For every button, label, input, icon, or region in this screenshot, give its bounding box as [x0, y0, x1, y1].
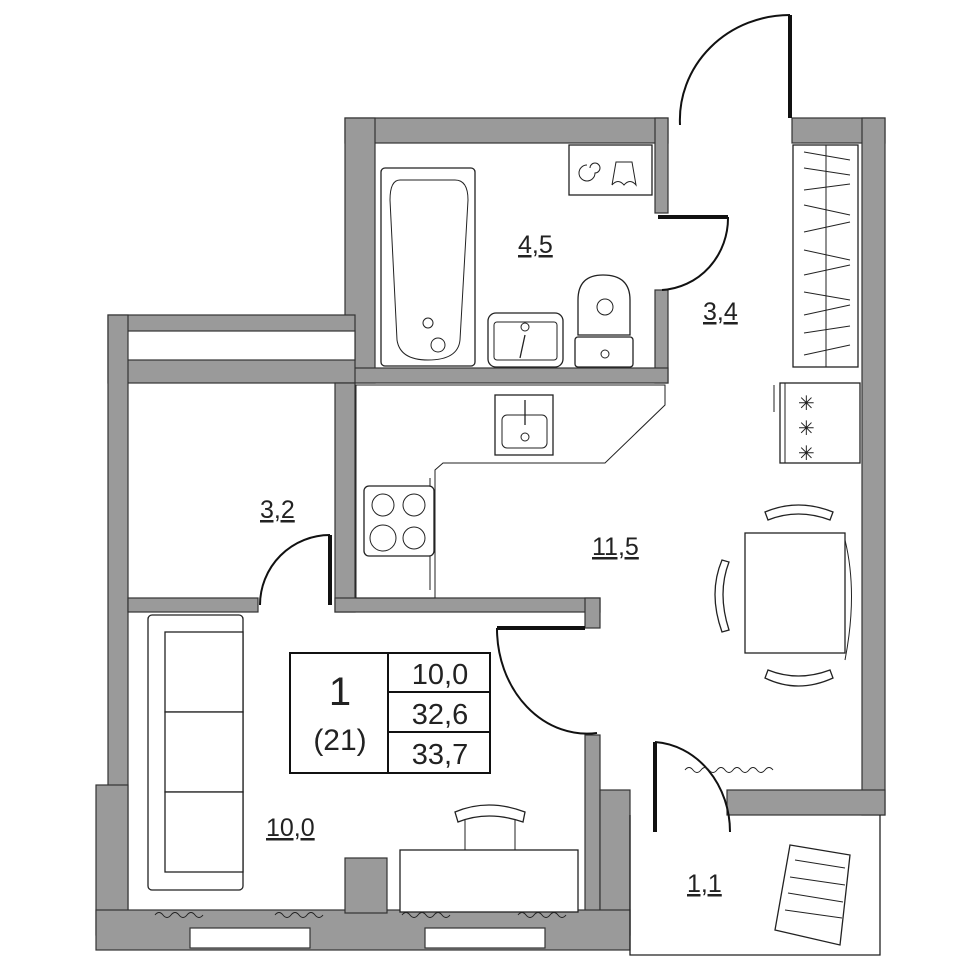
svg-text:✳: ✳	[798, 441, 815, 465]
right-outer-wall	[861, 117, 886, 816]
room-count: 1	[329, 670, 351, 714]
room-area-kitchen: 11,5	[592, 533, 639, 561]
wall-pier	[344, 857, 388, 914]
window-left	[189, 927, 311, 949]
deck-chair-icon	[774, 844, 851, 946]
room-labels: 4,5 3,4 3,2 11,5 10,0 1,1	[260, 231, 738, 898]
bathtub-icon	[380, 167, 476, 367]
window-radiators	[154, 767, 774, 918]
bathroom-top-wall	[344, 117, 669, 144]
closet-kitchen-wall	[334, 382, 356, 613]
hall-bottom-wall	[726, 789, 886, 816]
stove-icon	[363, 485, 435, 557]
bathroom-right-wall-upper	[654, 117, 669, 214]
room-area-bathroom: 4,5	[518, 231, 553, 259]
apartment-summary-box: 1 (21) 10,0 32,6 33,7	[289, 652, 491, 774]
living-right-wall	[584, 734, 601, 936]
desk-icon	[399, 804, 579, 913]
total-area: 32,6	[412, 699, 468, 731]
svg-text:✳: ✳	[798, 391, 815, 415]
living-area: 10,0	[412, 659, 468, 691]
toilet-icon	[574, 274, 634, 368]
balcony-outline	[629, 815, 881, 956]
fridge-icon: ✳ ✳ ✳	[773, 382, 861, 465]
kitchen-bottom-wall	[334, 597, 601, 613]
shaft	[124, 330, 356, 361]
room-area-balcony: 1,1	[687, 870, 722, 898]
bathroom-door[interactable]	[658, 215, 730, 291]
washing-machine-icon	[568, 144, 653, 196]
entrance-door[interactable]	[678, 13, 792, 126]
living-room-door[interactable]	[495, 626, 598, 735]
sofa-icon	[147, 614, 244, 891]
room-area-hall: 3,4	[703, 298, 738, 326]
total-area-with-balcony: 33,7	[412, 739, 468, 771]
dining-table-icon	[714, 504, 852, 687]
doors	[259, 13, 792, 833]
room-area-living-room: 10,0	[266, 814, 315, 842]
hall-wardrobe-icon	[792, 144, 859, 368]
sink-icon	[487, 312, 564, 368]
bottom-outer-wall	[95, 909, 631, 951]
room-area-closet: 3,2	[260, 496, 295, 524]
furniture: ✳ ✳ ✳	[147, 144, 861, 946]
balcony-door[interactable]	[653, 741, 732, 833]
unit-number: (21)	[313, 724, 366, 757]
closet-door[interactable]	[259, 534, 332, 606]
closet-bottom-wall-left	[127, 597, 259, 613]
window-right	[424, 927, 546, 949]
bathroom-bottom-wall	[344, 367, 669, 384]
kitchen-sink-icon	[494, 394, 554, 456]
svg-text:✳: ✳	[798, 416, 815, 440]
kitchen-wall-stub	[584, 597, 601, 629]
